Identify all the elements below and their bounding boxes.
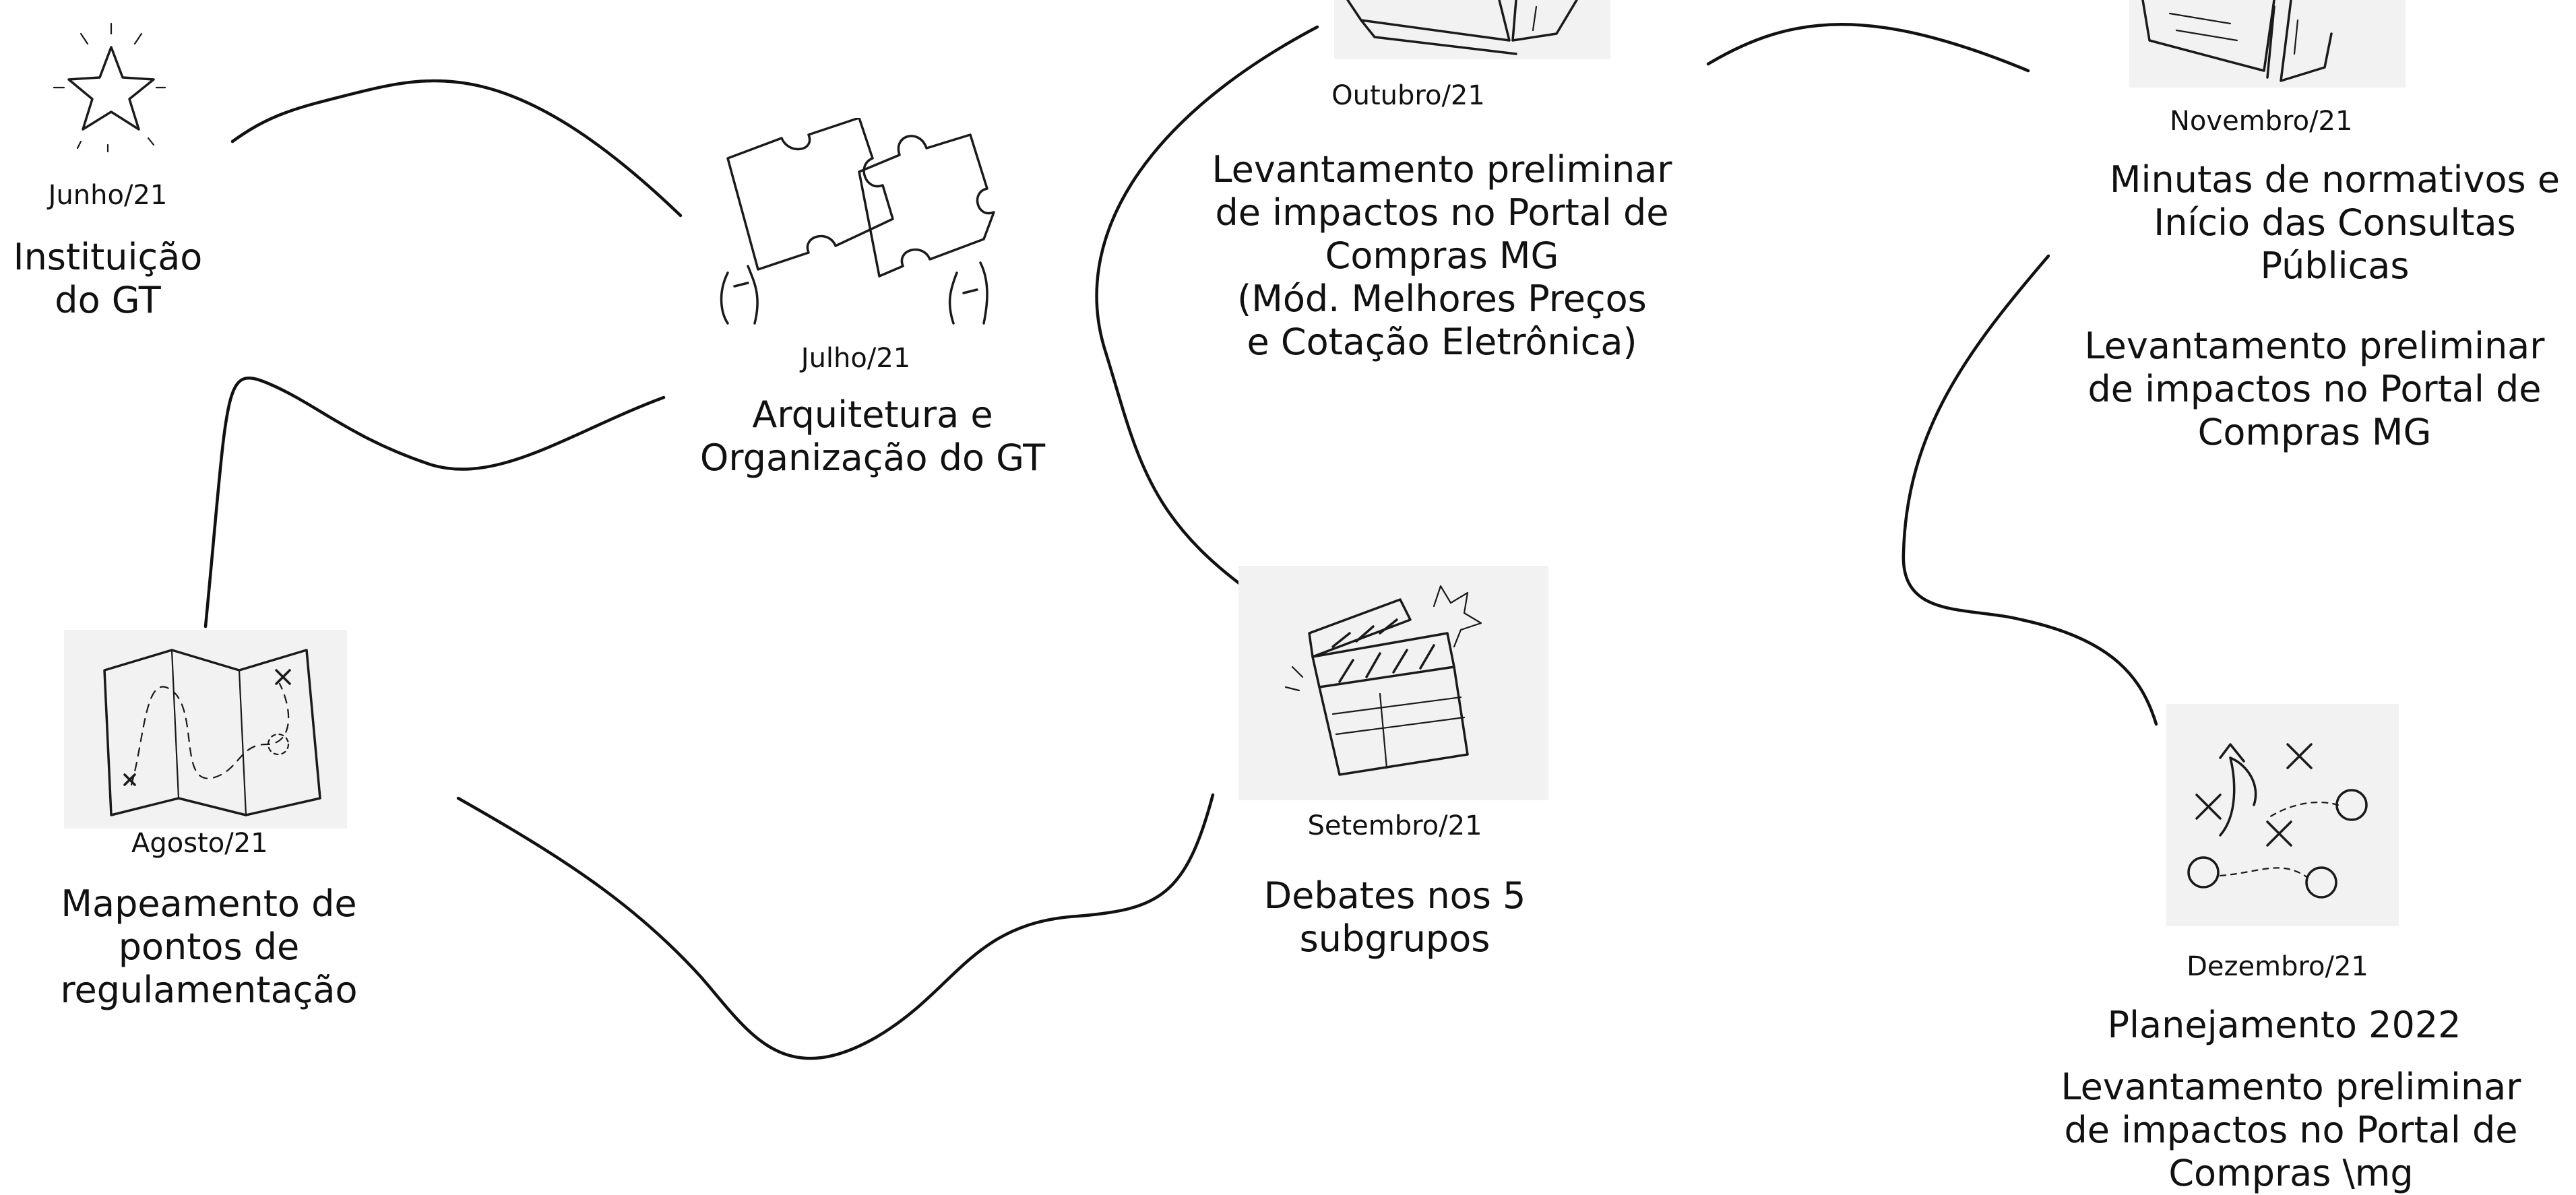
caption-line: Minutas de normativos e <box>2109 158 2561 201</box>
clapperboard-icon <box>1238 566 1548 800</box>
treasure-map-icon <box>64 630 347 829</box>
caption-line: Arquitetura e <box>752 393 993 436</box>
caption-line: regulamentação <box>60 969 358 1011</box>
date-label-agosto: Agosto/21 <box>131 828 268 859</box>
documents-icon <box>2129 0 2406 88</box>
documents-icon <box>1334 0 1610 59</box>
caption-line: (Mód. Melhores Preços <box>1237 278 1647 320</box>
connector-outubro-novembro <box>1706 23 2030 73</box>
caption-line: Compras MG <box>1325 234 1559 277</box>
caption-line: Compras MG <box>2197 411 2432 453</box>
date-label-setembro: Setembro/21 <box>1307 810 1482 841</box>
caption-novembro: Minutas de normativos e Início das Consu… <box>2102 158 2567 288</box>
caption-line: Levantamento preliminar <box>2061 1066 2521 1108</box>
date-label-novembro: Novembro/21 <box>2170 106 2353 137</box>
caption-line: Debates nos 5 <box>1263 874 1526 917</box>
caption-secondary-novembro: Levantamento preliminar de impactos no P… <box>2075 325 2554 454</box>
caption-line: Públicas <box>2260 245 2410 287</box>
caption-line: Instituição <box>13 236 203 278</box>
caption-julho: Arquitetura e Organização do GT <box>677 393 1068 480</box>
caption-line: Início das Consultas <box>2154 201 2516 244</box>
caption-agosto: Mapeamento de pontos de regulamentação <box>54 882 364 1012</box>
caption-line: Levantamento preliminar <box>2084 325 2545 367</box>
caption-line: Organização do GT <box>699 437 1046 479</box>
caption-line: pontos de <box>118 926 300 968</box>
caption-outubro: Levantamento preliminar de impactos no P… <box>1186 148 1698 364</box>
connector-novembro-dezembro <box>1902 254 2158 726</box>
strategy-plan-icon <box>2166 704 2399 926</box>
puzzle-pieces-icon <box>714 118 997 327</box>
connector-setembro-outubro <box>1095 25 1319 612</box>
star-icon <box>40 13 182 155</box>
caption-line: subgrupos <box>1299 917 1490 960</box>
date-label-junho: Junho/21 <box>48 180 168 211</box>
caption-secondary-dezembro: Levantamento preliminar de impactos no P… <box>2055 1066 2527 1195</box>
caption-junho: Instituição do GT <box>0 236 216 322</box>
connector-agosto-setembro <box>456 793 1215 1060</box>
date-label-outubro: Outubro/21 <box>1331 80 1485 111</box>
date-label-dezembro: Dezembro/21 <box>2187 951 2368 982</box>
caption-line: Levantamento preliminar <box>1212 148 1672 191</box>
caption-line: de impactos no Portal de <box>2064 1109 2518 1151</box>
caption-dezembro: Planejamento 2022 <box>2075 1004 2493 1047</box>
caption-line: e Cotação Eletrônica) <box>1247 321 1637 363</box>
connector-julho-agosto <box>203 376 666 628</box>
caption-line: de impactos no Portal de <box>1215 191 1669 234</box>
caption-setembro: Debates nos 5 subgrupos <box>1213 874 1577 961</box>
caption-line: do GT <box>55 279 161 321</box>
caption-line: Compras \mg <box>2168 1152 2414 1194</box>
caption-line: de impactos no Portal de <box>2087 368 2542 410</box>
caption-line: Mapeamento de <box>61 882 357 925</box>
date-label-julho: Julho/21 <box>800 343 911 374</box>
caption-line: Planejamento 2022 <box>2107 1004 2461 1046</box>
connector-junho-julho <box>230 79 683 218</box>
